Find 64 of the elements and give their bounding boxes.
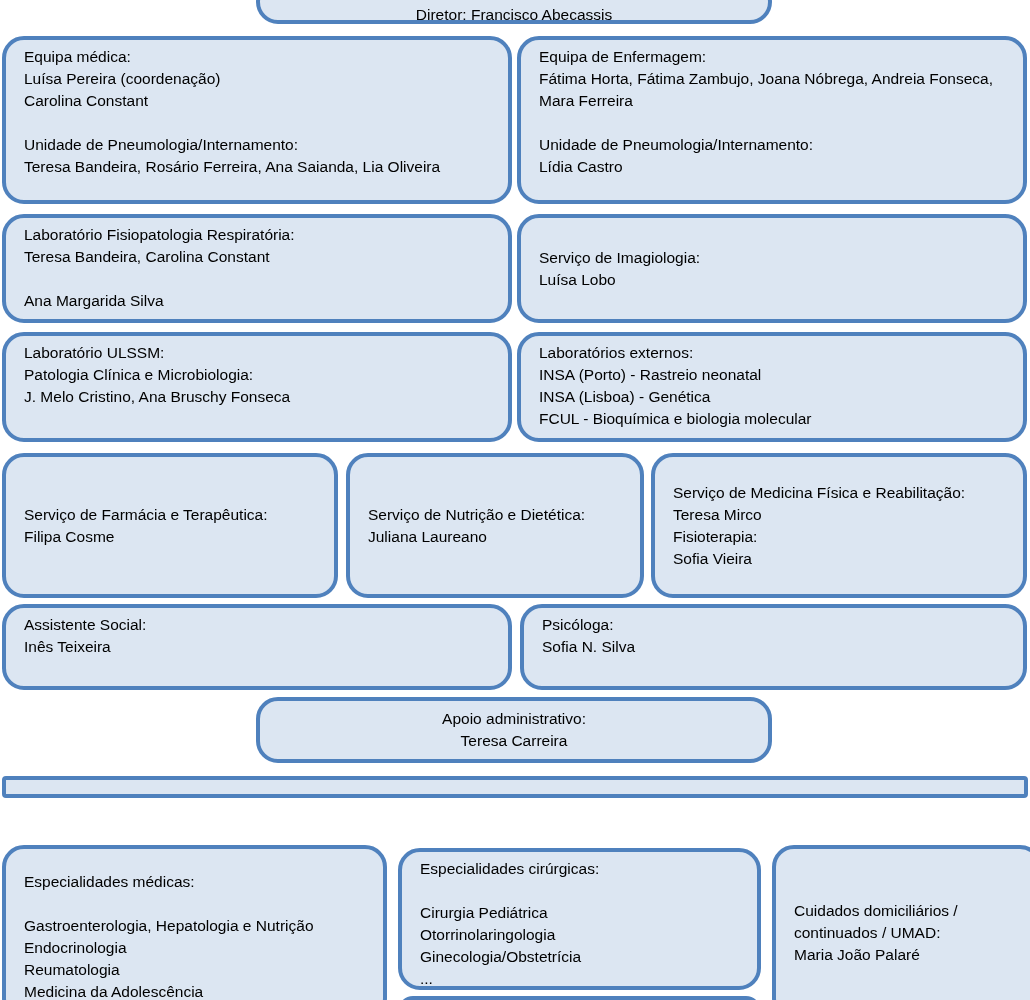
box-text: Patologia Clínica e Microbiologia: (24, 365, 255, 385)
box-text: Reumatologia (24, 960, 121, 980)
box-text: Fátima Horta, Fátima Zambujo, Joana Nóbrega, Andreia Fonseca, Mara Ferreira (539, 69, 995, 111)
box-text: Luísa Lobo (539, 269, 617, 290)
box-heading: Psicóloga: (542, 615, 615, 635)
box-text: INSA (Porto) - Rastreio neonatal (539, 365, 763, 385)
team-box (520, 604, 1027, 690)
box-text: Teresa Carreira (460, 731, 568, 751)
team-box (2, 453, 338, 598)
box-text: ... (420, 969, 434, 989)
team-box (517, 214, 1027, 323)
empty-bar (2, 776, 1028, 798)
box-text: Teresa Mirco (673, 504, 763, 525)
box-heading: Laboratório ULSSM: (24, 343, 166, 363)
box-heading: Especialidades cirúrgicas: (420, 859, 601, 879)
team-box (2, 214, 512, 323)
box-heading: Cuidados domiciliários / continuados / UMAD: (794, 900, 959, 943)
box-text: Gastroenterologia, Hepatologia e Nutrição (24, 916, 315, 936)
box-text: Unidade de Pneumologia/Internamento: (539, 135, 815, 155)
box-heading: Especialidades médicas: (24, 872, 196, 892)
box-text: J. Melo Cristino, Ana Bruschy Fonseca (24, 387, 292, 407)
box-heading: Assistente Social: (24, 615, 148, 635)
team-box (772, 845, 1030, 1000)
box-text: Sofia Vieira (673, 548, 753, 569)
team-box (2, 332, 512, 442)
box-text: Lídia Castro (539, 157, 624, 177)
box-text: Inês Teixeira (24, 637, 112, 657)
box-text: Unidade de Pneumologia/Internamento: (24, 135, 300, 155)
box-text: Endocrinologia (24, 938, 128, 958)
box-text: Ana Margarida Silva (24, 291, 165, 311)
box-heading: Apoio administrativo: (442, 709, 586, 729)
box-heading: Serviço de Farmácia e Terapêutica: (24, 504, 269, 525)
box-text: FCUL - Bioquímica e biologia molecular (539, 409, 813, 429)
team-box (256, 697, 772, 763)
box-text: Cirurgia Pediátrica (420, 903, 549, 923)
box-heading: Equipa de Enfermagem: (539, 47, 708, 67)
box-text: Teresa Bandeira, Rosário Ferreira, Ana Saianda, Lia Oliveira (24, 157, 442, 177)
team-box (2, 604, 512, 690)
box-text: Fisioterapia: (673, 526, 759, 547)
box-heading: Serviço de Nutrição e Dietética: (368, 504, 587, 525)
box-heading: Serviço de Imagiologia: (539, 247, 702, 268)
box-heading: Laboratórios externos: (539, 343, 695, 363)
team-box (346, 453, 644, 598)
box-heading: Equipa médica: (24, 47, 132, 67)
team-box (2, 36, 512, 204)
box-text: Teresa Bandeira, Carolina Constant (24, 247, 271, 267)
team-box (517, 36, 1027, 204)
box-text: Medicina da Adolescência (24, 982, 205, 1000)
team-box (651, 453, 1027, 598)
box-text: INSA (Lisboa) - Genética (539, 387, 712, 407)
box-text: Ginecologia/Obstetrícia (420, 947, 583, 967)
box-text: Carolina Constant (24, 91, 150, 111)
box-text: Sofia N. Silva (542, 637, 637, 657)
box-heading: Laboratório Fisiopatologia Respiratória: (24, 225, 296, 245)
team-box (398, 848, 761, 990)
box-text: Filipa Cosme (24, 526, 116, 547)
box-text: Luísa Pereira (coordenação) (24, 69, 222, 89)
box-heading: Diretor: Francisco Abecassis (415, 5, 613, 25)
box-text: Maria João Palaré (794, 944, 921, 965)
box-heading: Serviço de Medicina Física e Reabilitação: (673, 482, 967, 503)
team-box (517, 332, 1027, 442)
team-box (2, 845, 387, 1000)
box-text: Juliana Laureano (368, 526, 488, 547)
box-text: Otorrinolaringologia (420, 925, 557, 945)
